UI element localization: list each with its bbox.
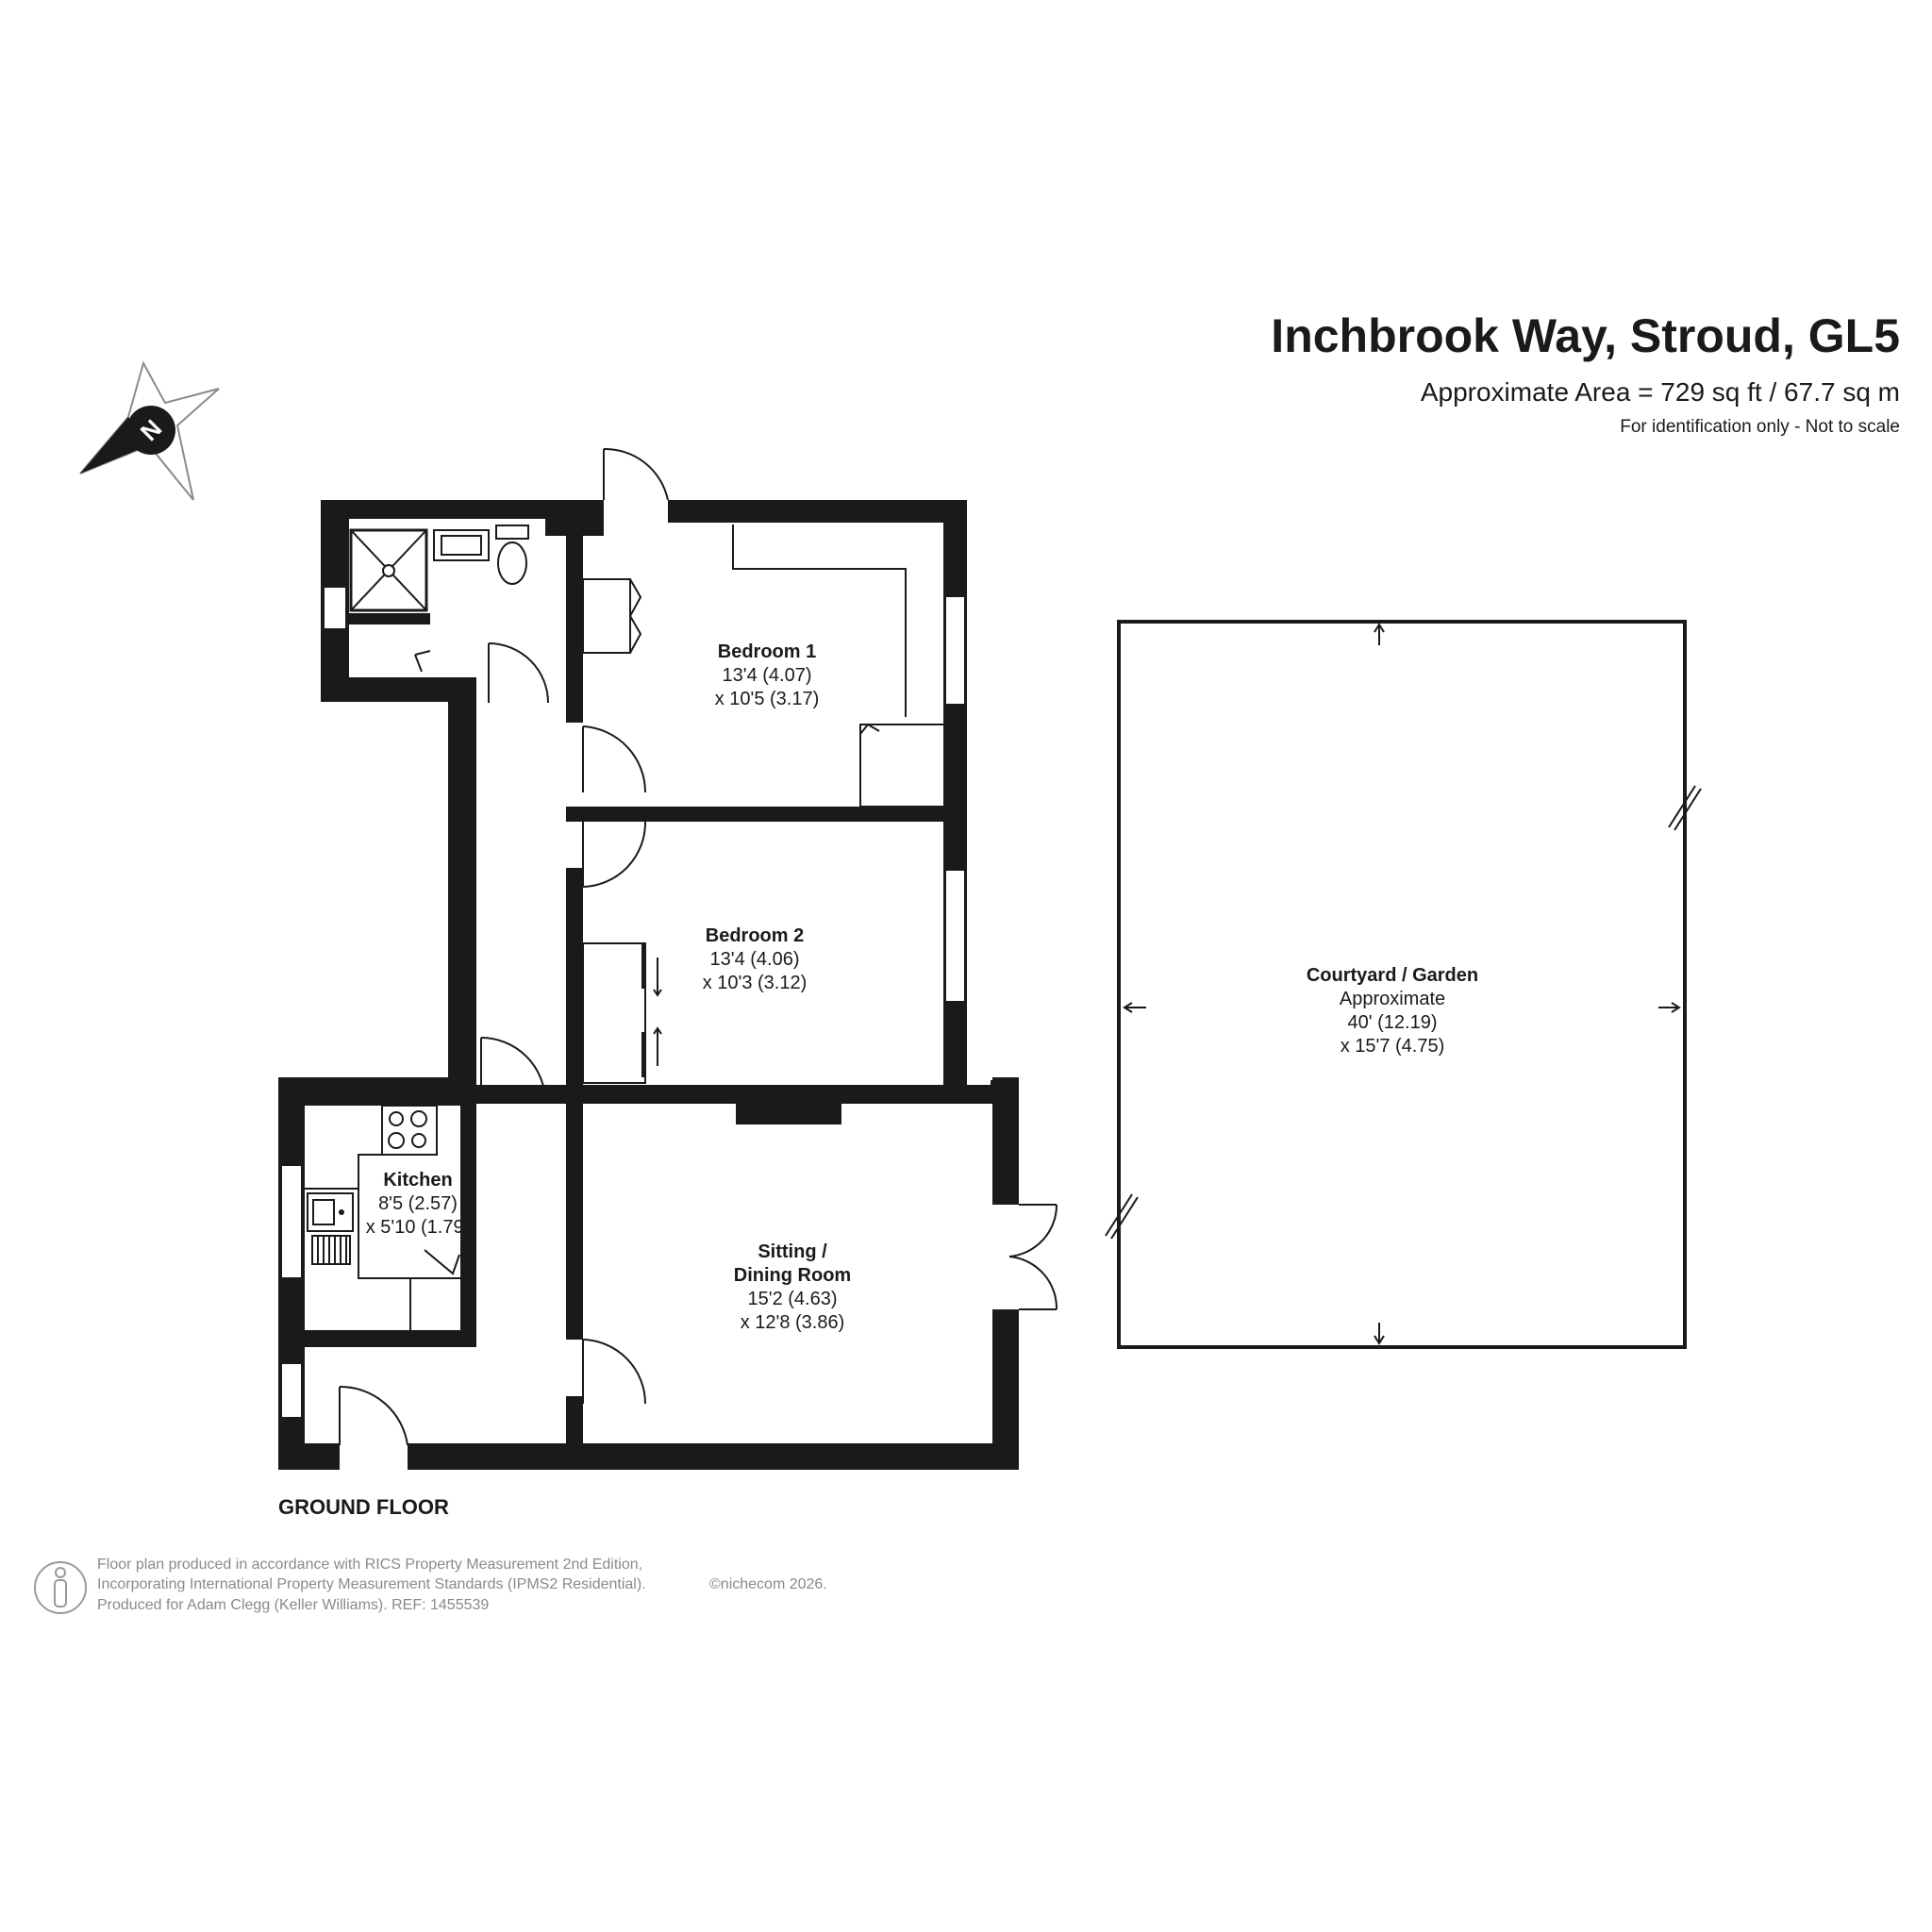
garden-dimension: 40' (12.19) [1348,1012,1438,1033]
floor-label: GROUND FLOOR [278,1495,449,1519]
room-bedroom-2: Bedroom 2 13'4 (4.06) x 10'3 (3.12) [703,925,808,993]
room-name: Bedroom 1 [718,641,816,662]
approximate-area: Approximate Area = 729 sq ft / 67.7 sq m [1421,377,1900,407]
compass-icon: N [79,360,220,501]
room-name: Sitting / [758,1241,827,1262]
garden-name: Courtyard / Garden [1307,965,1478,986]
garden-dimension: x 15'7 (4.75) [1341,1036,1445,1057]
room-dimension: x 5'10 (1.79) [366,1217,471,1238]
doors [339,447,1058,1446]
room-dimension: x 10'3 (3.12) [703,973,808,993]
room-bedroom-1: Bedroom 1 13'4 (4.07) x 10'5 (3.17) [715,641,820,709]
room-dimension: x 10'5 (3.17) [715,689,820,709]
garden-approximate: Approximate [1340,989,1445,1009]
room-name: Bedroom 2 [706,925,804,946]
fixtures [305,525,946,1330]
room-dimension: x 12'8 (3.86) [741,1312,845,1333]
courtyard-garden: Courtyard / Garden Approximate 40' (12.1… [1105,620,1702,1349]
footer-line-1: Floor plan produced in accordance with R… [97,1557,642,1573]
room-name: Kitchen [383,1170,452,1191]
footer-line-3: Produced for Adam Clegg (Keller Williams… [97,1597,489,1613]
footer-line-2: Incorporating International Property Mea… [97,1576,646,1592]
windows [280,586,966,1419]
room-sitting-dining: Sitting / Dining Room 15'2 (4.63) x 12'8… [734,1241,851,1333]
room-name: Dining Room [734,1265,851,1286]
room-kitchen: Kitchen 8'5 (2.57) x 5'10 (1.79) [366,1170,471,1238]
room-dimension: 15'2 (4.63) [748,1289,838,1309]
room-dimension: 13'4 (4.07) [723,665,812,686]
footer-copyright: ©nichecom 2026. [709,1576,827,1592]
footer: Floor plan produced in accordance with R… [34,1557,827,1614]
room-dimension: 13'4 (4.06) [710,949,800,970]
property-title: Inchbrook Way, Stroud, GL5 [1271,309,1900,362]
scale-note: For identification only - Not to scale [1620,417,1900,437]
walls [278,500,1019,1470]
person-icon [34,1561,87,1614]
room-dimension: 8'5 (2.57) [378,1193,458,1214]
